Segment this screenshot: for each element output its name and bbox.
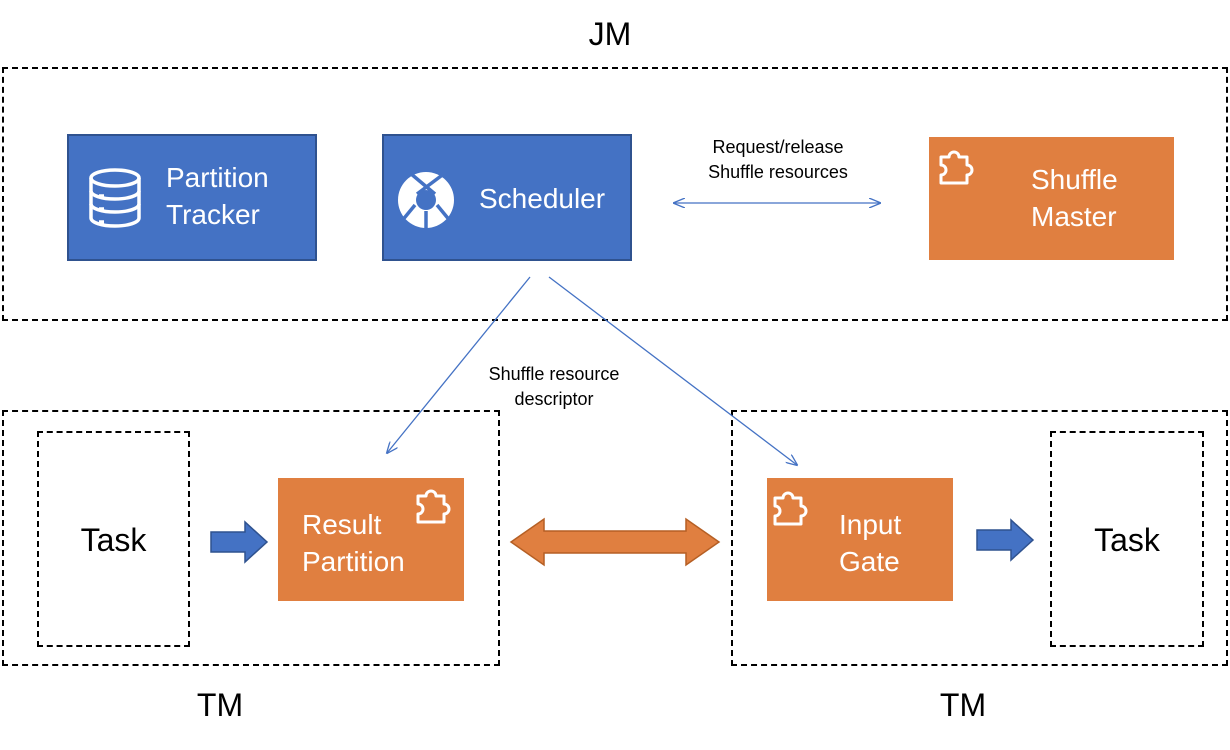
puzzle-icon	[773, 491, 808, 526]
scheduler-label: Scheduler	[479, 183, 606, 214]
input-gate-line1: Input	[839, 509, 902, 540]
tm-right-container	[731, 410, 1228, 666]
result-partition-box: Result Partition	[278, 478, 464, 601]
result-partition-line1: Result	[302, 509, 382, 540]
request-release-line2: Shuffle resources	[708, 162, 848, 182]
task-right-label: Task	[1094, 522, 1160, 558]
partition-tracker-box: Partition Tracker	[67, 134, 317, 261]
descriptor-line1: Shuffle resource	[488, 364, 620, 384]
tm-right-label: TM	[939, 687, 987, 723]
puzzle-icon	[416, 489, 451, 524]
partition-tracker-line1: Partition	[166, 162, 269, 193]
shuffle-master-line1: Shuffle	[1031, 164, 1118, 195]
request-release-line1: Request/release	[712, 137, 844, 157]
input-gate-box: Input Gate	[767, 478, 953, 601]
partition-tracker-line2: Tracker	[166, 199, 260, 230]
shuffle-master-line2: Master	[1031, 201, 1117, 232]
puzzle-icon	[939, 150, 974, 185]
descriptor-line2: descriptor	[514, 389, 594, 409]
tm-left-label: TM	[196, 687, 244, 723]
tm-left-container	[2, 410, 500, 666]
task-right-box	[1050, 431, 1204, 647]
shuffle-master-box: Shuffle Master	[929, 137, 1174, 260]
scheduler-box: Scheduler	[382, 134, 632, 261]
input-gate-line2: Gate	[839, 546, 900, 577]
data-exchange-double-arrow	[509, 517, 721, 567]
result-partition-line2: Partition	[302, 546, 405, 577]
task-left-label: Task	[80, 522, 147, 558]
task-left-box	[37, 431, 190, 647]
database-icon	[89, 168, 141, 228]
jm-label: JM	[588, 16, 632, 52]
aperture-icon	[398, 171, 454, 228]
